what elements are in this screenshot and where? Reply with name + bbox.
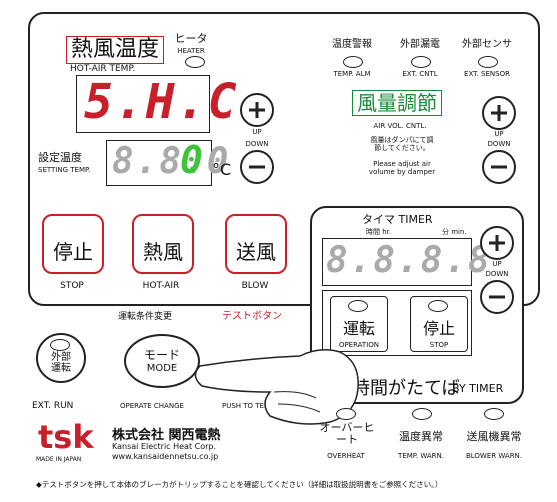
timer-run-en: OPERATION — [338, 341, 380, 349]
overheat-en: OVERHEAT — [327, 452, 365, 460]
stop-button-en: STOP — [60, 281, 84, 291]
temp-down-label: DOWN — [245, 140, 269, 148]
setting-display-value: 8.8.0 — [112, 141, 231, 182]
timer-up-button[interactable] — [480, 226, 514, 260]
plus-icon — [491, 105, 507, 121]
mode-button[interactable]: モード MODE — [124, 334, 200, 388]
timer-unit-hr: 時間 hr. — [366, 228, 392, 236]
airvol-note-jp: 風量はダンパにて調節してください。 — [370, 136, 434, 152]
made-in-japan: MADE IN JAPAN — [36, 456, 82, 463]
blow-button[interactable]: 送風 — [225, 214, 287, 274]
alarm-temp-jp: 温度警報 — [332, 39, 372, 50]
hot-air-button[interactable]: 熱風 — [132, 214, 194, 274]
overheat-jp: オーバーヒート — [319, 421, 375, 446]
svg-text:tsk: tsk — [38, 418, 94, 454]
mode-button-en: MODE — [146, 363, 178, 374]
alarm-temp-led — [343, 56, 363, 68]
plus-icon — [249, 102, 265, 118]
by-timer-en: BY TIMER — [452, 382, 504, 395]
airvol-up-button[interactable] — [482, 96, 516, 130]
timer-stop-button[interactable]: 停止 STOP — [410, 296, 468, 352]
celsius-unit: °C — [212, 160, 232, 179]
footer-note: ◆テストボタンを押して本体のブレーカがトリップすることを確認してください（詳細は… — [36, 480, 443, 489]
setting-temp-jp: 設定温度 — [38, 151, 82, 164]
heater-led — [185, 56, 205, 68]
push-to-test-en: PUSH TO TEST — [222, 402, 273, 410]
alarm-ext-sensor-led — [478, 56, 498, 68]
temp-warn-en: TEMP. WARN. — [398, 452, 444, 460]
ext-run-jp: 外部運転 — [51, 352, 71, 374]
setting-temp-en: SETTING TEMP. — [38, 166, 91, 174]
mode-button-jp: モード — [143, 348, 180, 362]
temp-display — [76, 75, 210, 133]
airvol-down-button[interactable] — [482, 150, 516, 184]
operate-change-en: OPERATE CHANGE — [120, 402, 184, 410]
test-button-jp: テストボタン — [222, 311, 282, 322]
heater-label-jp: ヒータ — [174, 32, 208, 45]
setting-display — [106, 140, 212, 186]
ext-run-button[interactable]: 外部運転 — [36, 333, 86, 383]
timer-display-value: 8.8.8.8 — [326, 240, 492, 281]
minus-icon — [489, 295, 505, 299]
airvol-title-en: AIR VOL. CNTL. — [373, 122, 427, 130]
timer-ops-box — [322, 290, 472, 356]
alarm-ext-cntl-jp: 外部漏電 — [400, 39, 440, 50]
blow-button-en: BLOW — [241, 281, 269, 291]
timer-run-jp: 運転 — [342, 319, 375, 338]
alarm-ext-sensor-en: EXT. SENSOR — [464, 70, 510, 78]
setting-last-digit: 0 — [180, 138, 203, 182]
temp-warn-led — [412, 408, 432, 420]
blow-button-jp: 送風 — [236, 240, 276, 264]
timer-run-button[interactable]: 運転 OPERATION — [330, 296, 388, 352]
minus-icon — [249, 165, 265, 169]
airvol-up-label: UP — [494, 130, 504, 138]
hot-air-button-en: HOT-AIR — [142, 281, 180, 291]
timer-up-label: UP — [492, 260, 502, 268]
hot-air-temp-en: HOT-AIR TEMP. — [70, 64, 136, 74]
timer-display — [322, 238, 472, 286]
timer-unit-min: 分 min. — [442, 228, 467, 236]
blower-warn-en: BLOWER WARN. — [465, 452, 523, 460]
alarm-ext-cntl-led — [411, 56, 431, 68]
stop-button-jp: 停止 — [53, 240, 93, 264]
temp-down-button[interactable] — [240, 150, 274, 184]
timer-title: タイマ TIMER — [362, 213, 433, 226]
company-url: www.kansaidennetsu.co.jp — [112, 452, 219, 461]
airvol-down-label: DOWN — [487, 140, 511, 148]
overheat-led — [336, 408, 356, 420]
heater-label-en: HEATER — [177, 47, 205, 55]
ext-run-led — [50, 339, 70, 351]
company-name-en: Kansai Electric Heat Corp. — [112, 442, 217, 451]
minus-icon — [491, 165, 507, 169]
hand-pointer-icon — [194, 349, 359, 425]
temp-up-label: UP — [252, 128, 262, 136]
company-name-jp: 株式会社 関西電熱 — [112, 428, 221, 443]
temp-display-value: 5.H.C — [84, 74, 239, 130]
timer-down-button[interactable] — [480, 280, 514, 314]
alarm-temp-en: TEMP. ALM — [333, 70, 371, 78]
hot-air-temp-title: 熱風温度 — [66, 36, 165, 64]
by-timer-jp: 時間がたてば — [352, 378, 460, 399]
alarm-ext-cntl-en: EXT. CNTL — [402, 70, 438, 78]
alarm-ext-sensor-jp: 外部センサ — [462, 39, 512, 50]
operate-change-jp: 運転条件変更 — [118, 312, 173, 322]
tsk-logo: tsk — [38, 418, 94, 454]
airvol-title: 風量調節 — [352, 90, 442, 116]
timer-down-label: DOWN — [485, 270, 509, 278]
temp-up-button[interactable] — [240, 93, 274, 127]
timer-stop-en: STOP — [429, 341, 449, 349]
timer-stop-jp: 停止 — [422, 319, 455, 338]
airvol-note-en: Please adjust air volume by damper — [368, 160, 436, 176]
stop-button[interactable]: 停止 — [42, 214, 104, 274]
hot-air-button-jp: 熱風 — [143, 240, 183, 264]
blower-warn-led — [484, 408, 504, 420]
blower-warn-jp: 送風機異常 — [466, 430, 522, 443]
plus-icon — [489, 235, 505, 251]
temp-warn-jp: 温度異常 — [399, 430, 443, 443]
timer-stop-led — [428, 300, 448, 312]
timer-run-led — [348, 300, 368, 312]
ext-run-en: EXT. RUN — [32, 401, 74, 411]
